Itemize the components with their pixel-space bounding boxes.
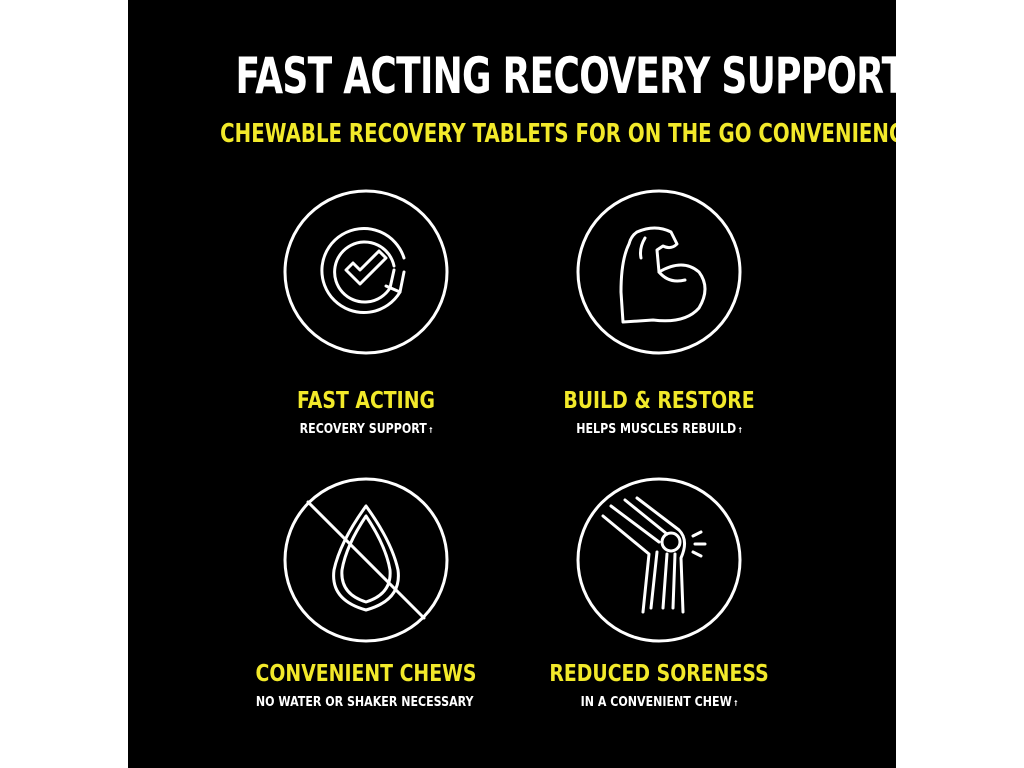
dagger-mark: † bbox=[738, 426, 742, 434]
subheadline: CHEWABLE RECOVERY TABLETS FOR ON THE GO … bbox=[220, 119, 896, 149]
feature-description-text: IN A CONVENIENT CHEW bbox=[580, 695, 732, 710]
feature-description: NO WATER OR SHAKER NECESSARY bbox=[239, 695, 494, 711]
feature-description-text: RECOVERY SUPPORT bbox=[299, 422, 427, 437]
no-water-drop-icon bbox=[282, 476, 450, 644]
flexed-bicep-icon bbox=[575, 188, 743, 356]
feature-title: REDUCED SORENESS bbox=[549, 661, 769, 687]
feature-description: HELPS MUSCLES REBUILD† bbox=[532, 422, 787, 438]
feature-title: BUILD & RESTORE bbox=[563, 388, 755, 414]
dagger-mark: † bbox=[429, 426, 433, 434]
feature-title: FAST ACTING bbox=[297, 388, 435, 414]
refresh-check-icon bbox=[282, 188, 450, 356]
knee-joint-icon bbox=[575, 476, 743, 644]
feature-description: IN A CONVENIENT CHEW† bbox=[532, 695, 787, 711]
feature-description-text: NO WATER OR SHAKER NECESSARY bbox=[255, 695, 474, 710]
feature-title: CONVENIENT CHEWS bbox=[255, 661, 477, 687]
feature-panel: FAST ACTING RECOVERY SUPPORT. CHEWABLE R… bbox=[128, 0, 896, 768]
headline: FAST ACTING RECOVERY SUPPORT. bbox=[236, 46, 896, 106]
feature-description: RECOVERY SUPPORT† bbox=[239, 422, 494, 438]
feature-description-text: HELPS MUSCLES REBUILD bbox=[576, 422, 737, 437]
dagger-mark: † bbox=[734, 699, 738, 707]
headline-text: FAST ACTING RECOVERY SUPPORT bbox=[235, 47, 896, 105]
